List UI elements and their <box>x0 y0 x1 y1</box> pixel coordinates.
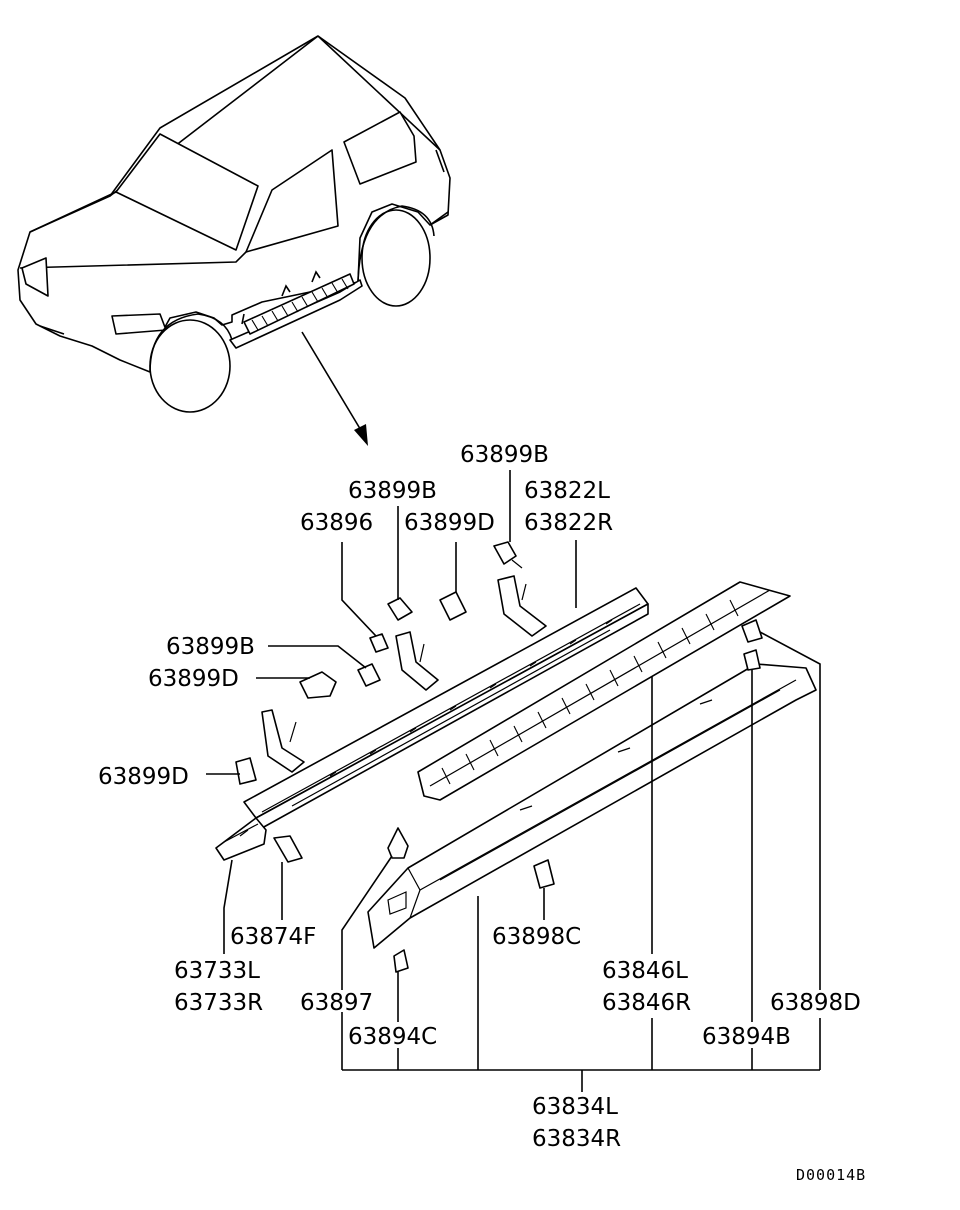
diagram-code: D00014B <box>796 1166 866 1184</box>
label-63874F: 63874F <box>230 924 316 950</box>
label-63899B-mid: 63899B <box>348 478 437 504</box>
label-63897: 63897 <box>300 990 373 1016</box>
side-step-body <box>367 663 817 949</box>
part-labels: 63899B 63822L 63822R 63899B 63896 63899D… <box>98 442 866 1184</box>
label-63899D-mid: 63899D <box>404 510 495 536</box>
label-63733R: 63733R <box>174 990 263 1016</box>
label-63898C: 63898C <box>492 924 581 950</box>
label-63899B-top: 63899B <box>460 442 549 468</box>
label-63822L: 63822L <box>524 478 610 504</box>
step-frame-rail <box>243 575 649 829</box>
label-63894B: 63894B <box>702 1024 791 1050</box>
label-63733L: 63733L <box>174 958 260 984</box>
label-63834L: 63834L <box>532 1094 618 1120</box>
label-63899D-left: 63899D <box>148 666 239 692</box>
label-63894C: 63894C <box>348 1024 437 1050</box>
leader-lines <box>206 470 821 1092</box>
label-63822R: 63822R <box>524 510 613 536</box>
vehicle-illustration <box>17 35 451 413</box>
label-63834R: 63834R <box>532 1126 621 1152</box>
mounting-bracket <box>215 817 267 861</box>
label-63899B-left: 63899B <box>166 634 255 660</box>
leader-arrow <box>301 331 368 446</box>
step-tread-insert <box>417 581 791 801</box>
label-63898D: 63898D <box>770 990 861 1016</box>
label-63899D-low: 63899D <box>98 764 189 790</box>
label-63896: 63896 <box>300 510 373 536</box>
label-63846R: 63846R <box>602 990 691 1016</box>
label-63846L: 63846L <box>602 958 688 984</box>
